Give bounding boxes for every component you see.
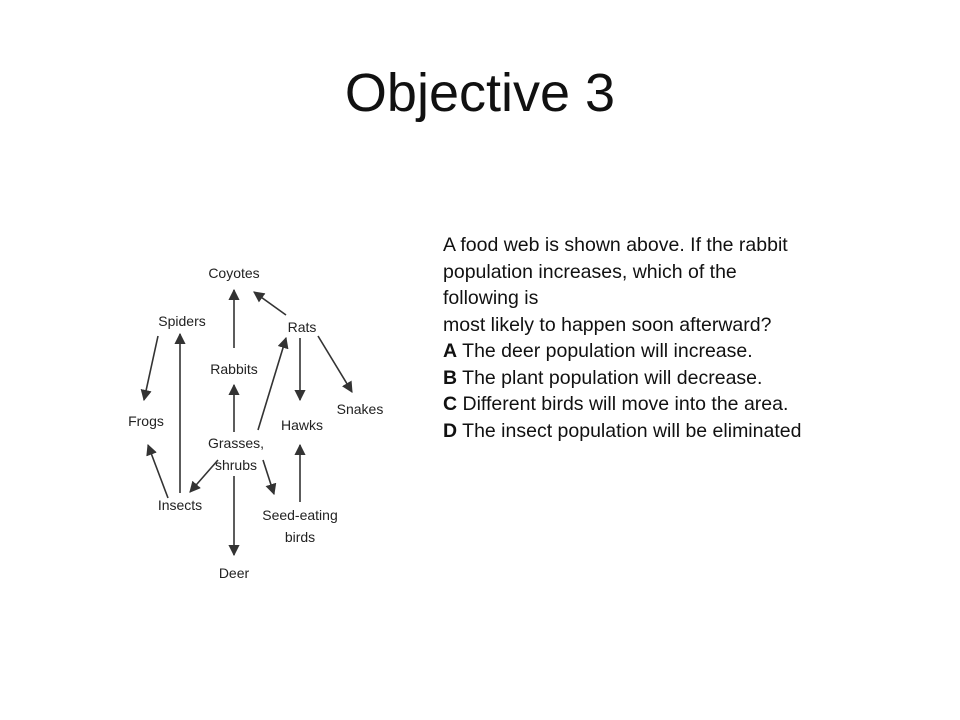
option-d: D The insect population will be eliminat… (443, 418, 943, 445)
node-spiders: Spiders (158, 313, 205, 329)
option-text: The insect population will be eliminated (457, 419, 802, 442)
edge-rats-snakes (317, 335, 353, 393)
edge-grasses-insects (189, 459, 219, 493)
node-seed-birds-line1: Seed-eating (262, 507, 338, 523)
edge-grasses-seedbirds (262, 459, 277, 496)
edge-insects-frogs (146, 443, 169, 499)
question-stem-line: following is (443, 287, 539, 309)
question-block: A food web is shown above. If the rabbit… (443, 232, 943, 444)
food-web-diagram: Coyotes Spiders Rats Rabbits Frogs Hawks… (120, 240, 400, 600)
node-snakes: Snakes (337, 401, 384, 417)
option-a: A The deer population will increase. (443, 338, 943, 365)
edge-spiders-frogs (140, 335, 159, 402)
node-insects: Insects (158, 497, 202, 513)
option-b: B The plant population will decrease. (443, 365, 943, 392)
node-grasses-line2: shrubs (215, 457, 257, 473)
node-rats: Rats (288, 319, 317, 335)
node-grasses-line1: Grasses, (208, 435, 264, 451)
node-rabbits: Rabbits (210, 361, 257, 377)
node-frogs: Frogs (128, 413, 164, 429)
edge-rats-coyotes (253, 291, 287, 316)
option-letter: D (443, 419, 458, 442)
option-text: Different birds will move into the area. (457, 393, 789, 415)
option-letter: C (443, 393, 458, 415)
node-coyotes: Coyotes (208, 265, 259, 281)
node-seed-birds-line2: birds (285, 529, 315, 545)
question-stem-line: A food web is shown above. If the rabbit (443, 234, 788, 256)
question-stem-line: population increases, which of the (443, 260, 737, 283)
node-hawks: Hawks (281, 417, 323, 433)
option-text: The plant population will decrease. (457, 366, 763, 389)
option-c: C Different birds will move into the are… (443, 391, 943, 418)
node-deer: Deer (219, 565, 250, 581)
edge-grasses-rats (257, 336, 289, 431)
slide-title: Objective 3 (344, 63, 616, 123)
option-letter: A (443, 340, 458, 362)
option-letter: B (443, 366, 458, 389)
option-text: The deer population will increase. (457, 340, 753, 362)
food-web-svg: Coyotes Spiders Rats Rabbits Frogs Hawks… (128, 265, 384, 581)
question-stem-line: most likely to happen soon afterward? (443, 313, 772, 336)
